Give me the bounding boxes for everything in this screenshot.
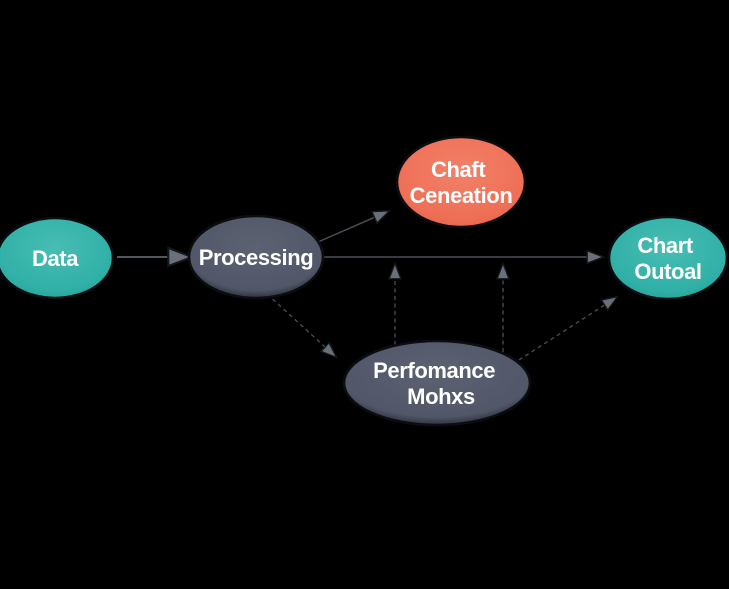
node-chaft-ceneation-label: Chaft Ceneation: [410, 157, 513, 208]
node-perfomance-mohxs: Perfomance Mohxs: [342, 339, 532, 427]
node-chart-outoal: Chart Outoal: [607, 215, 729, 301]
node-chaft-ceneation: Chaft Ceneation: [395, 135, 527, 229]
node-chart-outoal-label: Chart Outoal: [634, 233, 701, 284]
edges: [117, 211, 617, 361]
node-processing-ellipse: [187, 214, 325, 300]
node-chart-outoal-ellipse: [607, 215, 729, 301]
node-perfomance-mohxs-label: Perfomance Mohxs: [373, 358, 501, 409]
node-processing-label: Processing: [199, 245, 314, 270]
node-processing: Processing: [187, 214, 325, 300]
edge-processing-to-chaft-ceneation: [317, 211, 389, 243]
edge-processing-to-perfomance-mohxs: [266, 293, 336, 357]
node-data: Data: [0, 216, 115, 300]
node-data-ellipse: [0, 216, 115, 300]
node-data-label: Data: [32, 246, 79, 271]
node-chaft-ceneation-ellipse: [395, 135, 527, 229]
node-perfomance-mohxs-ellipse: [342, 339, 532, 427]
edge-perfomance-mohxs-to-chart-outoal: [518, 297, 617, 361]
